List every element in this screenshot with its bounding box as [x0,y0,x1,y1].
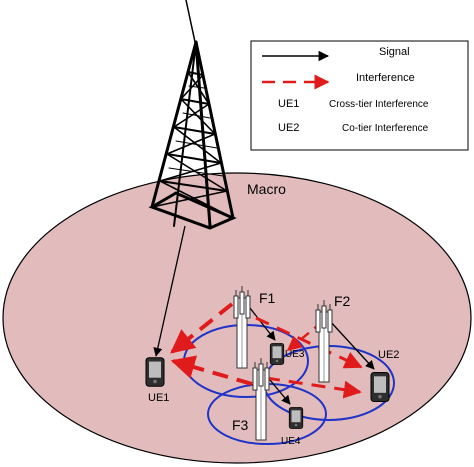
legend-cross-tier-label: Cross-tier Interference [329,99,429,110]
interference-arrow-f3-to-ue2 [265,376,362,399]
ue3-label: UE3 [285,349,305,360]
legend: Signal Interference UE1 Cross-tier Inter… [250,40,469,151]
legend-signal-label: Signal [379,46,410,58]
ue2-label: UE2 [378,349,399,361]
macro-label: Macro [247,181,286,197]
legend-interference-label: Interference [356,72,415,84]
legend-ue2-label: UE2 [278,122,299,134]
phone-ue3-icon [269,343,285,365]
interference-arrow-f1-to-ue1 [170,302,234,354]
legend-co-tier-label: Co-tier Interference [342,123,429,134]
interference-arrow-f1-to-ue2 [255,316,363,369]
phone-ue4-icon [288,407,304,429]
legend-ue1-label: UE1 [278,98,299,110]
phone-ue1-icon [145,357,165,387]
ue1-label: UE1 [148,392,169,404]
femto-label-f3: F3 [232,417,249,433]
legend-box [250,40,469,151]
femto-label-f1: F1 [259,290,276,306]
phone-ue2-icon [370,371,390,403]
signal-arrow-macro-to-ue1 [153,225,186,357]
signal-arrow-f2-to-ue2 [328,319,375,370]
femto-label-f2: F2 [334,293,351,309]
interference-arrow-f3-to-ue1 [170,355,253,386]
signal-arrow-f1-to-ue3 [249,307,276,341]
macro-tower-icon [148,0,237,230]
ue4-label: UE4 [281,436,301,447]
